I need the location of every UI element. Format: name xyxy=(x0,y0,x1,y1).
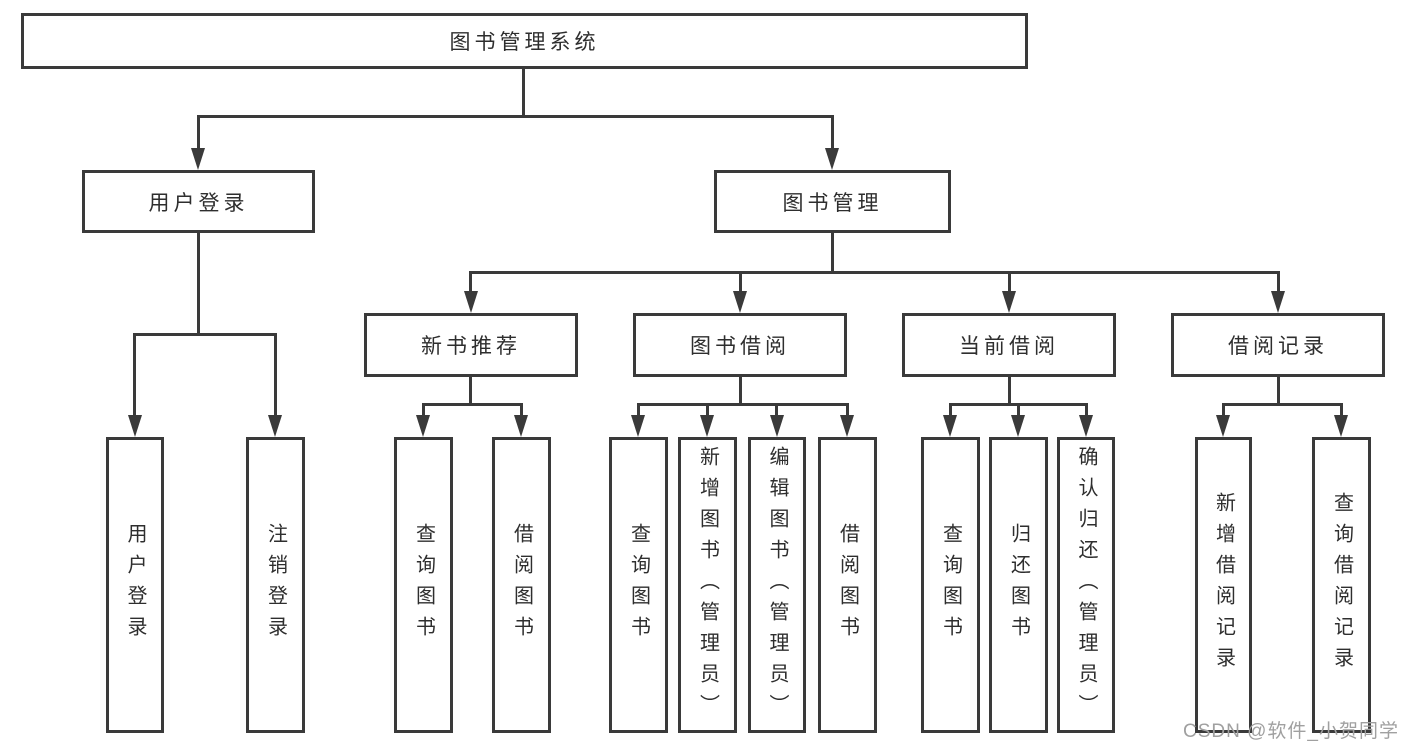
csdn-watermark: CSDN @软件_小贺同学 xyxy=(1183,721,1399,742)
leaf-query-borrow-record: 查询借阅记录 xyxy=(1312,437,1371,733)
connector-line xyxy=(469,377,472,405)
connector-line xyxy=(1340,403,1343,416)
arrow-down-icon xyxy=(1334,415,1348,437)
leaf-borrow-books: 借阅图书 xyxy=(818,437,877,733)
connector-line xyxy=(846,403,849,416)
arrow-down-icon xyxy=(1079,415,1093,437)
connector-line xyxy=(1222,403,1225,416)
connector-line xyxy=(831,115,834,149)
leaf-borrow-books-recommend: 借阅图书 xyxy=(492,437,551,733)
connector-line xyxy=(949,403,952,416)
connector-line xyxy=(739,377,742,405)
arrow-down-icon xyxy=(840,415,854,437)
connector-line xyxy=(1085,403,1088,416)
arrow-down-icon xyxy=(268,415,282,437)
arrow-down-icon xyxy=(1011,415,1025,437)
leaf-query-borrow-record-label: 查询借阅记录 xyxy=(1330,492,1353,678)
leaf-add-books-admin: 新增图书（管理员） xyxy=(678,437,737,733)
node-book-management-label: 图书管理 xyxy=(782,191,883,215)
node-current-borrowing: 当前借阅 xyxy=(902,313,1116,377)
leaf-add-borrow-record-label: 新增借阅记录 xyxy=(1212,492,1235,678)
leaf-user-login-label: 用户登录 xyxy=(124,523,146,647)
leaf-add-borrow-record: 新增借阅记录 xyxy=(1195,437,1252,733)
node-book-borrowing-label: 图书借阅 xyxy=(690,335,790,358)
leaf-confirm-return-admin-label: 确认归还（管理员） xyxy=(1075,445,1097,725)
arrow-down-icon xyxy=(514,415,528,437)
leaf-logout-login: 注销登录 xyxy=(246,437,305,733)
connector-line xyxy=(422,403,425,416)
connector-line xyxy=(1008,377,1011,405)
node-book-management: 图书管理 xyxy=(714,170,951,233)
connector-line xyxy=(469,271,1280,274)
connector-line xyxy=(197,233,200,336)
connector-line xyxy=(1017,403,1020,416)
node-root-system: 图书管理系统 xyxy=(21,13,1028,69)
leaf-confirm-return-admin: 确认归还（管理员） xyxy=(1057,437,1115,733)
node-new-book-recommendation: 新书推荐 xyxy=(364,313,578,377)
leaf-query-books-recommend-label: 查询图书 xyxy=(412,523,435,647)
connector-line xyxy=(133,333,277,336)
node-user-login: 用户登录 xyxy=(82,170,315,233)
arrow-down-icon xyxy=(770,415,784,437)
leaf-return-books: 归还图书 xyxy=(989,437,1048,733)
node-borrowing-records-label: 借阅记录 xyxy=(1228,335,1328,358)
leaf-borrow-books-label: 借阅图书 xyxy=(836,523,859,647)
node-book-borrowing: 图书借阅 xyxy=(633,313,847,377)
node-current-borrowing-label: 当前借阅 xyxy=(959,335,1059,358)
connector-line xyxy=(469,271,472,292)
node-root-label: 图书管理系统 xyxy=(449,31,600,54)
leaf-return-books-label: 归还图书 xyxy=(1007,523,1030,647)
leaf-query-books-current: 查询图书 xyxy=(921,437,980,733)
connector-line xyxy=(831,233,834,274)
leaf-query-books-current-label: 查询图书 xyxy=(939,523,962,647)
connector-line xyxy=(522,69,525,118)
arrow-down-icon xyxy=(464,291,478,313)
connector-line xyxy=(739,271,742,292)
leaf-query-books-recommend: 查询图书 xyxy=(394,437,453,733)
connector-line xyxy=(1008,271,1011,292)
node-new-book-recommendation-label: 新书推荐 xyxy=(421,335,521,358)
connector-line xyxy=(637,403,640,416)
arrow-down-icon xyxy=(825,148,839,170)
arrow-down-icon xyxy=(943,415,957,437)
leaf-add-books-admin-label: 新增图书（管理员） xyxy=(696,445,719,725)
arrow-down-icon xyxy=(1271,291,1285,313)
connector-line xyxy=(274,333,277,415)
connector-line xyxy=(637,403,849,406)
connector-line xyxy=(1277,271,1280,292)
arrow-down-icon xyxy=(1216,415,1230,437)
arrow-down-icon xyxy=(631,415,645,437)
arrow-down-icon xyxy=(733,291,747,313)
leaf-user-login: 用户登录 xyxy=(106,437,164,733)
connector-line xyxy=(1222,403,1343,406)
connector-line xyxy=(775,403,778,416)
leaf-query-books-borrowing-label: 查询图书 xyxy=(627,523,650,647)
connector-line xyxy=(422,403,523,406)
arrow-down-icon xyxy=(1002,291,1016,313)
leaf-borrow-books-recommend-label: 借阅图书 xyxy=(510,523,533,647)
arrow-down-icon xyxy=(128,415,142,437)
arrow-down-icon xyxy=(700,415,714,437)
connector-line xyxy=(197,115,200,149)
leaf-logout-login-label: 注销登录 xyxy=(264,523,287,647)
connector-line xyxy=(197,115,834,118)
connector-line xyxy=(706,403,709,416)
arrow-down-icon xyxy=(191,148,205,170)
leaf-query-books-borrowing: 查询图书 xyxy=(609,437,668,733)
connector-line xyxy=(133,333,136,415)
connector-line xyxy=(1277,377,1280,405)
node-user-login-label: 用户登录 xyxy=(148,191,249,215)
leaf-edit-books-admin: 编辑图书（管理员） xyxy=(748,437,806,733)
leaf-edit-books-admin-label: 编辑图书（管理员） xyxy=(766,445,788,725)
arrow-down-icon xyxy=(416,415,430,437)
node-borrowing-records: 借阅记录 xyxy=(1171,313,1385,377)
connector-line xyxy=(520,403,523,416)
